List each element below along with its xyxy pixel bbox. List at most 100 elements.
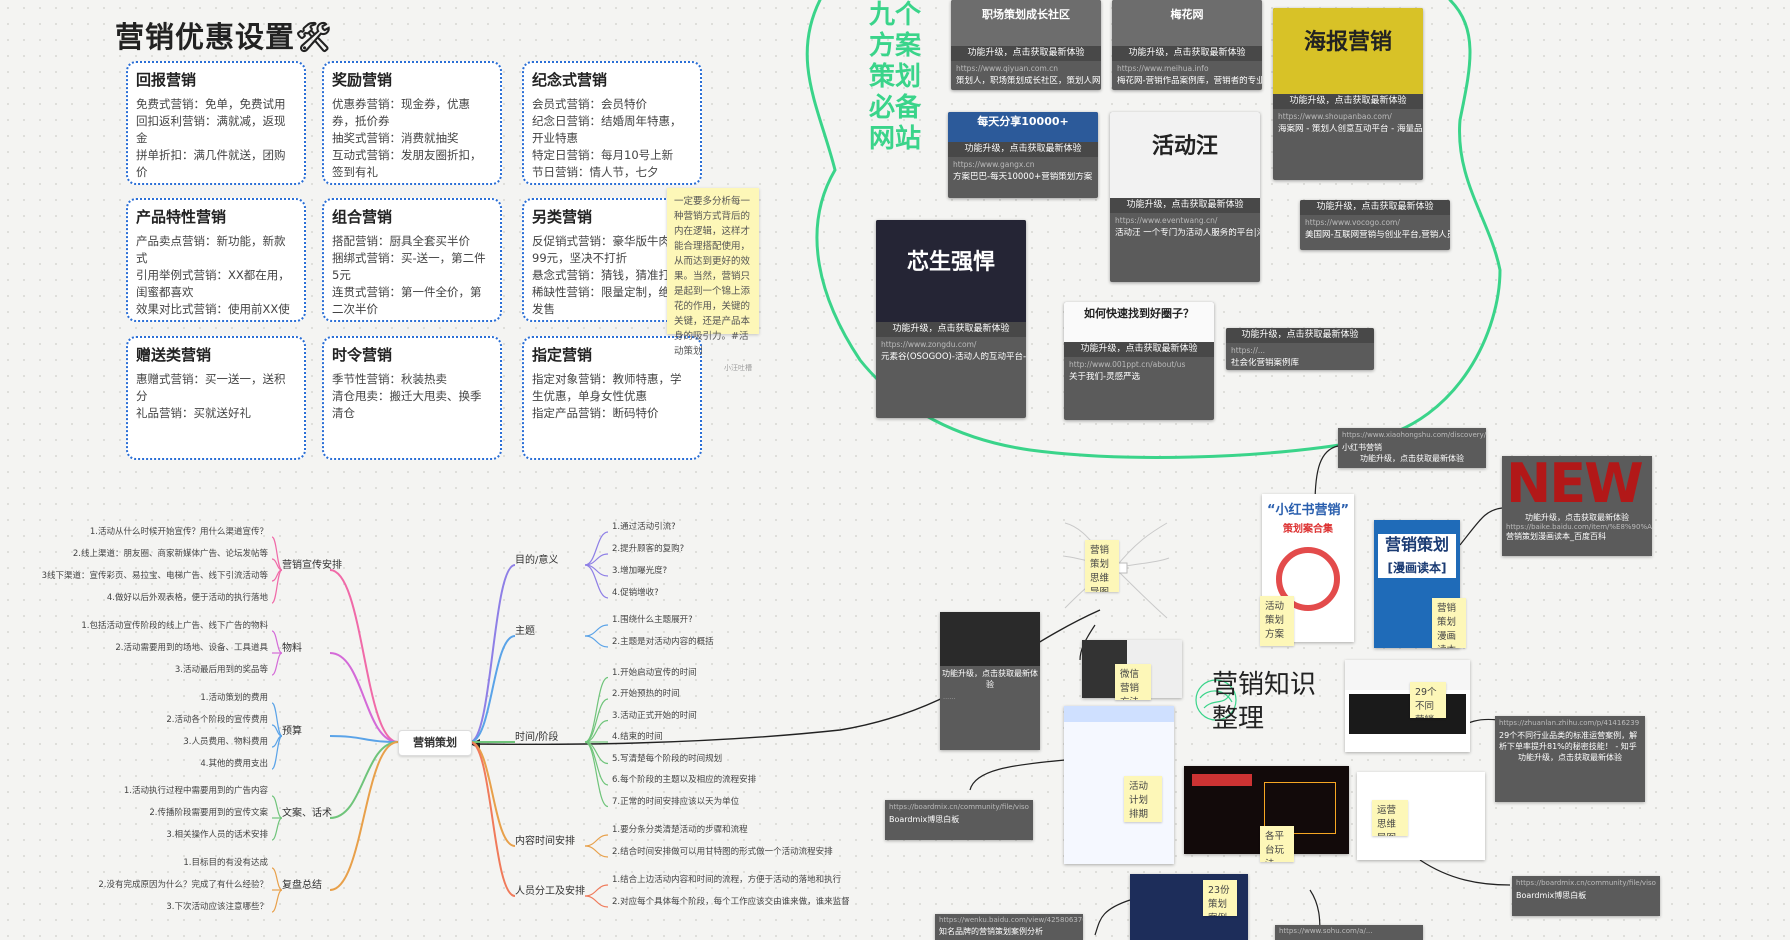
cases-card[interactable]	[1345, 660, 1470, 752]
promo-card[interactable]: 奖励营销优惠券营销：现金券，优惠券，抵价券抽奖式营销：消费就抽奖互动式营销：发朋…	[322, 61, 502, 185]
sohu-card[interactable]: https://www.sohu.com/a/...	[1275, 925, 1423, 940]
website-url[interactable]: https://www.zongdu.com/	[881, 340, 977, 349]
promo-card[interactable]: 指定营销指定对象营销：教师特惠，学生优惠，单身女性优惠指定产品营销：断码特价	[522, 336, 702, 460]
mindmap-branch[interactable]: 营销宣传安排	[282, 560, 342, 571]
sticky-note-label[interactable]: 各平台玩法	[1260, 826, 1294, 862]
sticky-note[interactable]: 一定要多分析每一种营销方式背后的内在逻辑，这样才能合理搭配使用，从而达到更好的效…	[667, 188, 759, 372]
mindmap-leaf[interactable]: 1.通过活动引流?	[612, 522, 676, 532]
mindmap-branch[interactable]: 预算	[282, 726, 302, 737]
mindmap-branch[interactable]: 主题	[515, 626, 535, 637]
mindmap-leaf[interactable]: 3.活动正式开始的时间	[612, 710, 697, 721]
mindmap-leaf[interactable]: 4.结束的时间	[612, 732, 663, 742]
sticky-note-label[interactable]: 活动计划排期表	[1124, 776, 1162, 822]
mindmap-branch[interactable]: 物料	[282, 643, 302, 654]
mindmap-leaf[interactable]: 2.提升顾客的复购?	[612, 544, 685, 554]
new-card[interactable]: NEW 功能升级，点击获取最新体验 https://baike.baidu.co…	[1502, 456, 1652, 556]
mindmap-branch[interactable]: 复盘总结	[282, 880, 322, 891]
mindmap-leaf[interactable]: 3线下渠道：宣传彩页、易拉宝、电梯广告、线下引流活动等	[41, 571, 268, 581]
mindmap-leaf[interactable]: 1.包括活动宣传阶段的线上广告、线下广告的物料	[81, 621, 268, 631]
mindmap-leaf[interactable]: 3.增加曝光度?	[612, 566, 668, 576]
mindmap-leaf[interactable]: 3.人员费用、物料费用	[183, 737, 268, 747]
upgrade-banner[interactable]: 功能升级，点击获取最新体验	[1273, 94, 1423, 109]
promo-card[interactable]: 赠送类营销惠赠式营销：买一送一，送积分礼品营销：买就送好礼	[126, 336, 306, 460]
zhihu-card[interactable]: https://zhuanlan.zhihu.com/p/41416239 29…	[1495, 716, 1645, 802]
mindmap-leaf[interactable]: 1.活动策划的费用	[200, 693, 268, 703]
mindmap-leaf[interactable]: 4.做好以后外观表格，便于活动的执行落地	[106, 593, 268, 603]
mindmap-leaf[interactable]: 3.下次活动应该注意哪些？	[166, 902, 268, 912]
mindmap-leaf[interactable]: 5.写清楚每个阶段的时间规划	[612, 753, 723, 764]
mindmap-leaf[interactable]: 1.开始启动宣传的时间	[612, 667, 697, 678]
sticky-note-label[interactable]: 23份策划案例	[1203, 880, 1237, 916]
mindmap-leaf[interactable]: 2.没有完成原因为什么？完成了有什么经验？	[98, 880, 268, 890]
website-url[interactable]: https://www.eventwang.cn/	[1115, 216, 1218, 225]
upgrade-banner[interactable]: 功能升级，点击获取最新体验	[1300, 200, 1450, 215]
mindmap-leaf[interactable]: 1.活动执行过程中需要用到的广告内容	[123, 786, 268, 796]
mindmap-leaf[interactable]: 2.开始预热的时间	[612, 689, 680, 699]
mindmap-leaf[interactable]: 2.对应每个具体每个阶段，每个工作应该交由谁来做，谁来监督	[612, 897, 850, 907]
mindmap-leaf[interactable]: 2.传播阶段需要用到的宣传文案	[149, 808, 268, 818]
mindmap-leaf[interactable]: 2.活动需要用到的场地、设备、工具道具	[115, 643, 268, 653]
mindmap-leaf[interactable]: 6.每个阶段的主题以及相应的流程安排	[612, 775, 757, 785]
mindmap-leaf[interactable]: 2.活动各个阶段的宣传费用	[166, 715, 268, 725]
mindmap-leaf[interactable]: 1.结合上边活动内容和时间的流程，方便于活动的落地和执行	[612, 875, 842, 885]
baidu-wenku-card[interactable]: https://wenku.baidu.com/view/425806376 知…	[935, 914, 1083, 940]
boardmix-card-2[interactable]: https://boardmix.cn/community/file/viso …	[1512, 876, 1660, 916]
mindmap-branch[interactable]: 时间/阶段	[515, 732, 559, 743]
mindmap-leaf[interactable]: 7.正常的时间安排应该以天为单位	[612, 796, 740, 807]
mindmap-branch[interactable]: 文案、话术	[282, 808, 332, 819]
mindmap-leaf[interactable]: 2.线上渠道：朋友圈、商家新媒体广告、论坛发帖等	[72, 549, 268, 559]
mindmap-leaf[interactable]: 4.促销增收?	[612, 588, 659, 598]
website-url[interactable]: http://www.001ppt.cn/about/us	[1069, 360, 1186, 369]
promo-card[interactable]: 纪念式营销会员式营销：会员特价纪念日营销：结婚周年特惠，开业特惠特定日营销：每月…	[522, 61, 702, 185]
sticky-note-label[interactable]: 微信营销方法	[1115, 664, 1151, 700]
promo-card[interactable]: 回报营销免费式营销：免单，免费试用回扣返利营销：满就减，返现金拼单折扣：满几件就…	[126, 61, 306, 185]
mindmap-leaf[interactable]: 4.其他的费用支出	[200, 759, 268, 769]
sticky-note-label[interactable]: 营销策划思维导图	[1085, 540, 1119, 592]
mindmap-leaf[interactable]: 1.活动从什么时候开始宣传？用什么渠道宣传？	[89, 527, 268, 537]
sticky-note-label[interactable]: 运营思维导图	[1372, 800, 1408, 836]
sticky-note-label[interactable]: 29个不同营销方案	[1410, 682, 1446, 718]
sticky-note-label[interactable]: 营销策划漫画读本	[1432, 598, 1466, 648]
upgrade-banner[interactable]: 功能升级，点击获取最新体验	[948, 142, 1098, 157]
promo-card[interactable]: 组合营销搭配营销：厨具全套买半价捆绑式营销：买-送一，第二件5元连贯式营销：第一…	[322, 198, 502, 322]
mindmap-leaf[interactable]: 1.目标目的有没有达成	[183, 858, 268, 868]
mindmap-leaf[interactable]: 1.要分条分类清楚活动的步骤和流程	[612, 825, 748, 835]
laptop-article-card[interactable]: 功能升级，点击获取最新体验 ......	[940, 612, 1040, 750]
website-url[interactable]: https://www.gangx.cn	[953, 160, 1035, 169]
website-url[interactable]: https://www.qiyuan.com.cn	[956, 64, 1059, 73]
boardmix-card-1[interactable]: https://boardmix.cn/community/file/viso …	[885, 800, 1033, 840]
mindmap-leaf[interactable]: 1.围绕什么主题展开?	[612, 615, 693, 625]
mindmap-branch[interactable]: 目的/意义	[515, 555, 559, 566]
upgrade-banner[interactable]: 功能升级，点击获取最新体验	[951, 46, 1101, 61]
mindmap-leaf[interactable]: 2.主题是对活动内容的概括	[612, 637, 714, 647]
website-url[interactable]: https://...	[1231, 346, 1266, 355]
upgrade-banner[interactable]: 功能升级，点击获取最新体验	[1064, 342, 1214, 357]
upgrade-banner[interactable]: 功能升级，点击获取最新体验	[1110, 198, 1260, 213]
sticky-note-label[interactable]: 活动策划方案	[1260, 596, 1294, 646]
mindmap-branch[interactable]: 内容时间安排	[515, 836, 575, 847]
mindmap-leaf[interactable]: 3.相关操作人员的话术安排	[166, 830, 268, 840]
xiaohongshu-link-card[interactable]: https://www.xiaohongshu.com/discovery/it…	[1338, 428, 1486, 468]
website-url[interactable]: https://www.meihua.info	[1117, 64, 1209, 73]
mindmap-leaf[interactable]: 3.活动最后用到的奖品等	[174, 665, 268, 675]
mindmap-center-node[interactable]: 营销策划	[398, 730, 472, 756]
platform-screenshot[interactable]	[1184, 766, 1349, 854]
mindmap-leaf[interactable]: 2.结合时间安排做可以用甘特图的形式做一个活动流程安排	[612, 847, 833, 857]
promo-card[interactable]: 时令营销季节性营销：秋装热卖清仓甩卖：搬迁大甩卖、换季清仓	[322, 336, 502, 460]
upgrade-banner[interactable]: 功能升级，点击获取最新体验	[1112, 46, 1262, 61]
website-url[interactable]: https://www.vocogo.com/	[1305, 218, 1400, 227]
promo-card[interactable]: 产品特性营销产品卖点营销：新功能，新款式引用举例式营销：XX都在用，闺蜜都喜欢效…	[126, 198, 306, 322]
website-url[interactable]: https://www.shoupanbao.com/	[1278, 112, 1392, 121]
upgrade-banner[interactable]: 功能升级，点击获取最新体验	[876, 322, 1026, 337]
mindmap-branch[interactable]: 人员分工及安排	[515, 886, 585, 897]
upgrade-banner[interactable]: 功能升级，点击获取最新体验	[1226, 328, 1374, 343]
